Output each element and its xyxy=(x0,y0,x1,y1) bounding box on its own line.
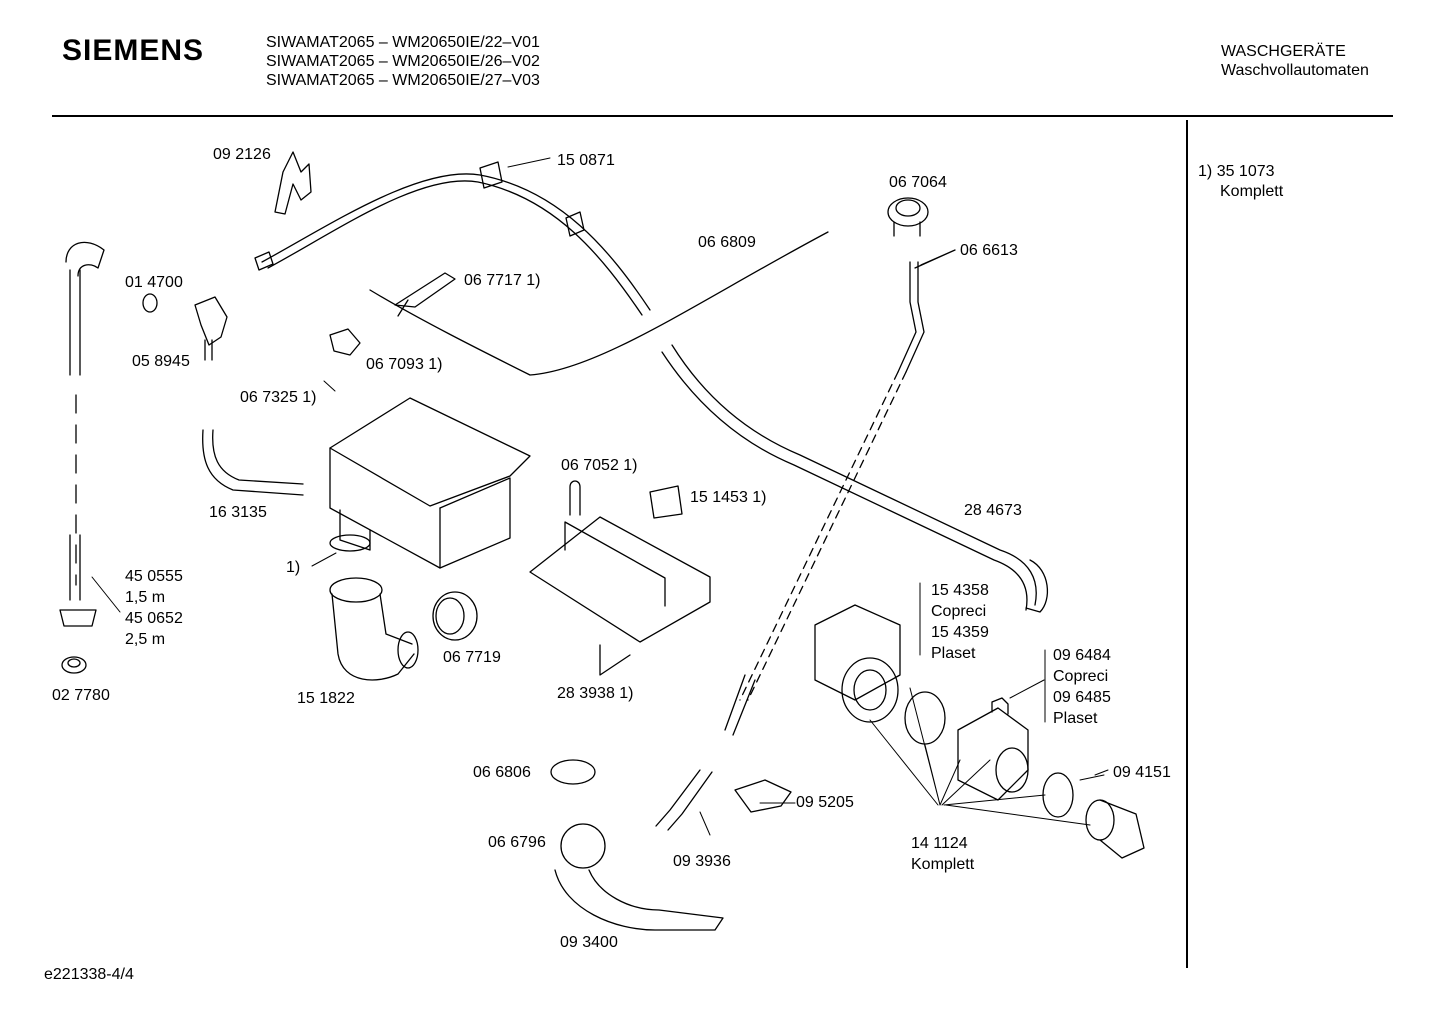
part-label: Plaset xyxy=(931,645,976,662)
filter-cover-part xyxy=(734,779,792,813)
leader-lines xyxy=(91,157,1109,836)
part-label: Copreci xyxy=(1053,668,1109,685)
part-label: 06 6613 xyxy=(960,242,1018,259)
valve-part xyxy=(194,296,228,361)
category-subtitle: Waschvollautomaten xyxy=(1221,62,1369,79)
footnote-mark: 1) xyxy=(1198,163,1213,180)
pump-housing-part xyxy=(957,697,1029,801)
washer-part xyxy=(142,293,158,313)
part-label: 09 3936 xyxy=(673,853,731,870)
part-label: 02 7780 xyxy=(52,687,110,704)
model-list: SIWAMAT2065 – WM20650IE/22–V01 SIWAMAT20… xyxy=(266,33,540,90)
part-label: 45 0555 xyxy=(125,568,183,585)
part-label: 06 7717 1) xyxy=(464,272,541,289)
model-line: SIWAMAT2065 – WM20650IE/27–V03 xyxy=(266,72,540,89)
footnote-part: 35 1073 xyxy=(1216,163,1275,180)
lever-part xyxy=(394,272,456,317)
part-label: 06 6809 xyxy=(698,234,756,251)
seal-part xyxy=(1042,772,1074,818)
part-label: 16 3135 xyxy=(209,504,267,521)
part-label: 09 6485 xyxy=(1053,689,1111,706)
part-label: 09 3400 xyxy=(560,934,618,951)
clamp-part xyxy=(550,759,596,785)
part-label: 09 4151 xyxy=(1113,764,1171,781)
pressure-switch-part xyxy=(887,197,929,237)
part-label: 14 1124 xyxy=(911,835,968,852)
footnote-desc: Komplett xyxy=(1220,183,1284,200)
part-label: 28 4673 xyxy=(964,502,1022,519)
inlet-pipe-part xyxy=(59,241,105,674)
part-label: 15 1453 1) xyxy=(690,489,767,506)
drawer-part xyxy=(529,516,711,676)
part-label: 06 6806 xyxy=(473,764,531,781)
footnote: 1) 35 1073 Komplett xyxy=(1198,162,1283,202)
part-label: 28 3938 1) xyxy=(557,685,634,702)
category-title: WASCHGERÄTE xyxy=(1221,43,1346,60)
model-line: SIWAMAT2065 – WM20650IE/26–V02 xyxy=(266,53,540,70)
part-label: 06 7325 1) xyxy=(240,389,317,406)
part-label: 15 1822 xyxy=(297,690,355,707)
part-label: 05 8945 xyxy=(132,353,190,370)
part-label: 15 0871 xyxy=(557,152,615,169)
brand-logo: SIEMENS xyxy=(62,34,205,67)
ring-part xyxy=(432,591,478,641)
part-label: 2,5 m xyxy=(125,631,166,648)
part-label: 45 0652 xyxy=(125,610,183,627)
category-block: WASCHGERÄTE Waschvollautomaten xyxy=(1221,42,1369,80)
flap-part xyxy=(649,485,683,519)
bellow-part xyxy=(329,577,419,681)
part-label: 06 7052 1) xyxy=(561,457,638,474)
hook-part xyxy=(274,151,312,215)
part-label: Plaset xyxy=(1053,710,1098,727)
filter-part xyxy=(1085,799,1145,859)
part-label: 06 7064 xyxy=(889,174,947,191)
part-label: 01 4700 xyxy=(125,274,183,291)
drain-hose-part xyxy=(655,769,713,831)
inlet-hose-part xyxy=(254,161,651,316)
header-divider xyxy=(52,115,1393,117)
o-ring-part xyxy=(904,691,946,745)
part-label: Copreci xyxy=(931,603,987,620)
pump-part xyxy=(814,604,901,723)
dispenser-housing-part xyxy=(329,397,531,569)
part-label: 1,5 m xyxy=(125,589,166,606)
sidebar-divider xyxy=(1186,120,1188,968)
part-label: 09 2126 xyxy=(213,146,271,163)
part-label: 09 6484 xyxy=(1053,647,1111,664)
part-label: 1) xyxy=(286,559,301,576)
drain-pipe-part xyxy=(554,823,724,931)
hose-part xyxy=(202,429,304,496)
model-line: SIWAMAT2065 – WM20650IE/22–V01 xyxy=(266,34,540,51)
part-label: Komplett xyxy=(911,856,975,873)
part-label: 06 7719 xyxy=(443,649,501,666)
part-label: 09 5205 xyxy=(796,794,854,811)
part-label: 06 7093 1) xyxy=(366,356,443,373)
pressure-hose-part xyxy=(724,249,956,736)
part-label: 06 6796 xyxy=(488,834,546,851)
part-label: 15 4359 xyxy=(931,624,989,641)
bracket-part xyxy=(329,328,361,356)
clip-part xyxy=(569,480,581,516)
drawing-code: e221338-4/4 xyxy=(44,966,134,983)
cable-part xyxy=(369,231,829,376)
part-label: 15 4358 xyxy=(931,582,989,599)
long-hose-part xyxy=(661,344,1049,613)
